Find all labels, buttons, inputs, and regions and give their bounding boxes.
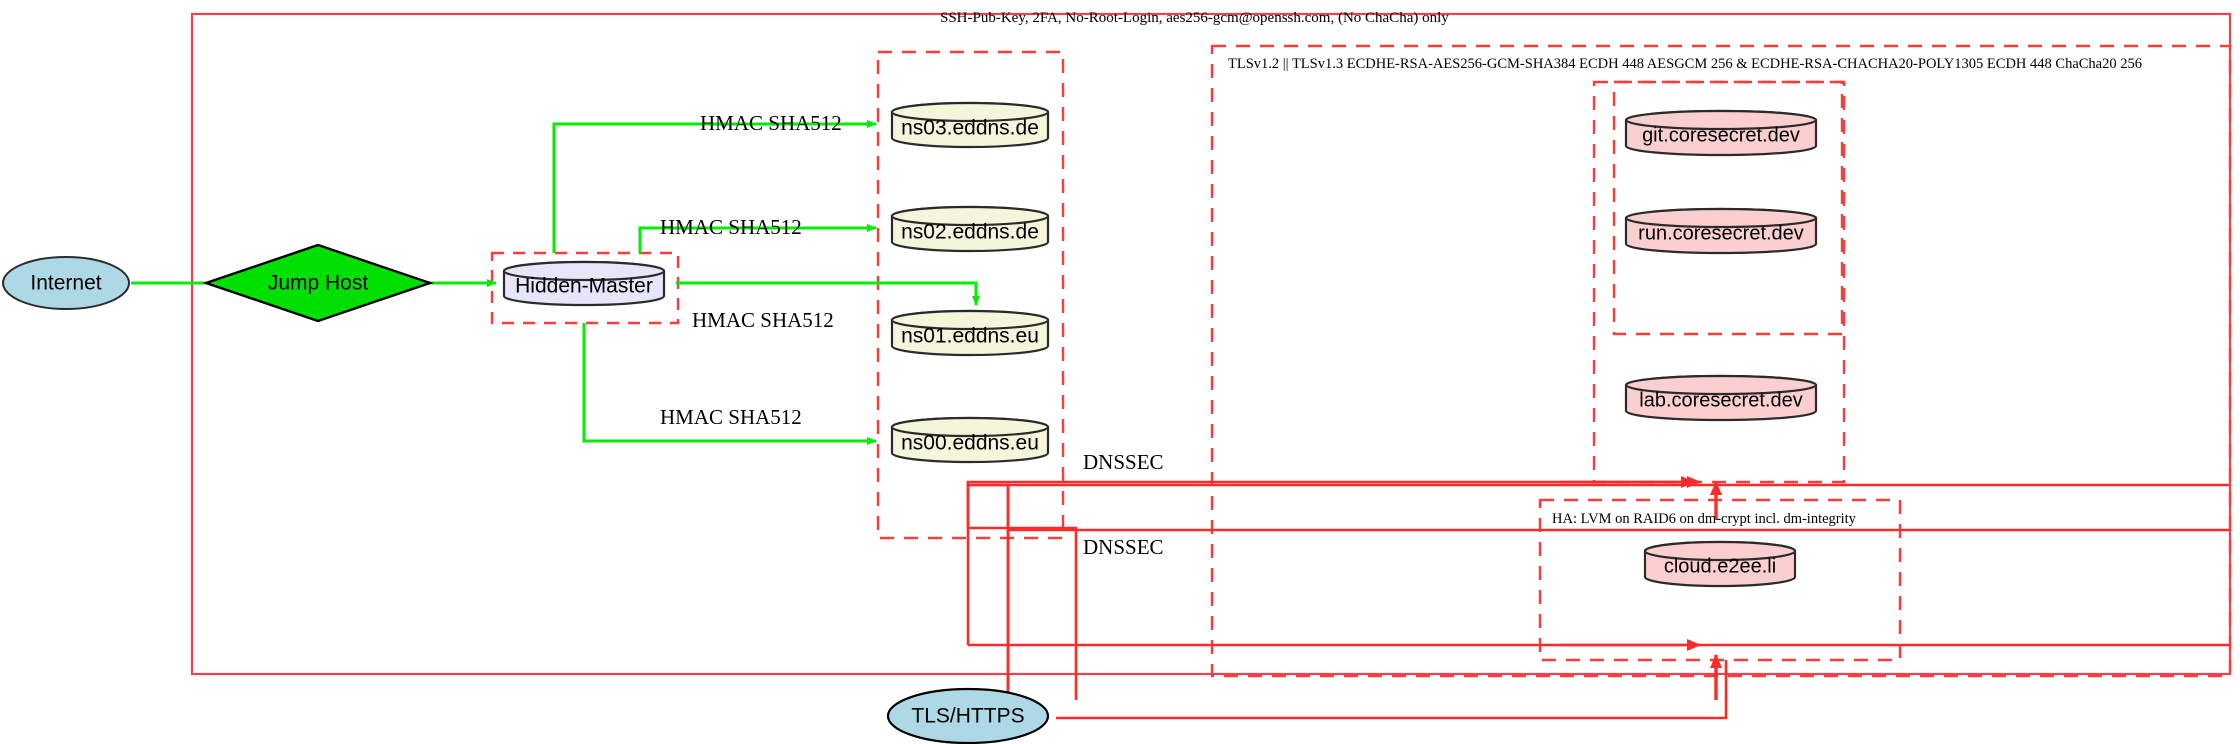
node-ns02[interactable]: ns02.eddns.de [890,205,1050,253]
node-ns03-label: ns03.eddns.de [901,117,1039,140]
boundary-tls-zone [1210,44,2232,678]
edge-hidden-master-to-ns00 [582,323,877,445]
node-internet[interactable]: Internet [2,256,130,310]
edge-hidden-master-to-ns01 [676,281,980,306]
node-lab-coresecret[interactable]: lab.coresecret.dev [1624,374,1818,422]
node-ns01[interactable]: ns01.eddns.eu [890,309,1050,357]
node-tls-https[interactable]: TLS/HTTPS [886,687,1050,744]
node-git-coresecret[interactable]: git.coresecret.dev [1624,109,1818,157]
edge-label-dnssec-lower: DNSSEC [1083,535,1164,559]
node-ns02-label: ns02.eddns.de [901,221,1039,244]
node-hidden-master[interactable]: Hidden-Master [502,260,666,307]
node-cloud-e2ee-label: cloud.e2ee.li [1664,555,1776,577]
node-hidden-master-label: Hidden-Master [515,275,653,298]
edge-hidden-master-to-ns03 [552,120,877,253]
edge-dnssec-lower [966,482,1078,700]
node-lab-coresecret-label: lab.coresecret.dev [1639,389,1802,411]
node-run-coresecret[interactable]: run.coresecret.dev [1624,207,1818,255]
node-git-coresecret-label: git.coresecret.dev [1642,124,1800,146]
node-run-coresecret-label: run.coresecret.dev [1638,222,1804,244]
node-ns03[interactable]: ns03.eddns.de [890,101,1050,149]
edge-label-hmac-ns03: HMAC SHA512 [700,111,842,135]
edge-label-hmac-ns00: HMAC SHA512 [660,405,802,429]
node-jump-host-label: Jump Host [268,272,369,295]
edge-label-dnssec-upper: DNSSEC [1083,450,1164,474]
edge-label-hmac-ns02: HMAC SHA512 [660,215,802,239]
node-internet-label: Internet [30,272,101,295]
node-cloud-e2ee[interactable]: cloud.e2ee.li [1643,540,1797,588]
boundary-label-tls-zone: TLSv1.2 || TLSv1.3 ECDHE-RSA-AES256-GCM-… [1228,56,2142,72]
edge-hidden-master-to-ns02 [638,224,877,253]
edge-tls-to-ha [1056,660,1728,720]
boundary-label-ssh-zone: SSH-Pub-Key, 2FA, No-Root-Login, aes256-… [940,10,1449,26]
boundary-hidden-master-zone [490,251,680,325]
node-ns00-label: ns00.eddns.eu [901,432,1039,455]
boundary-label-ha-zone: HA: LVM on RAID6 on dm-crypt incl. dm-in… [1552,511,1856,527]
node-ns01-label: ns01.eddns.eu [901,325,1039,348]
node-ns00[interactable]: ns00.eddns.eu [890,416,1050,464]
node-jump-host[interactable]: Jump Host [202,243,434,323]
node-tls-https-label: TLS/HTTPS [911,705,1024,728]
edge-label-hmac-ns01: HMAC SHA512 [692,308,834,332]
